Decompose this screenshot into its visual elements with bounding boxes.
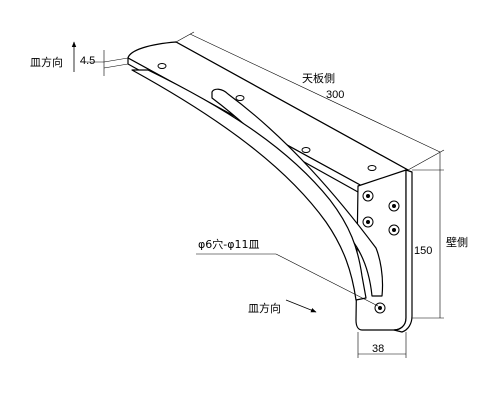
curved-rib bbox=[131, 69, 367, 301]
hole-callout bbox=[196, 253, 379, 307]
thickness-label: 4.5 bbox=[80, 55, 95, 67]
hole-spec-label: φ6穴-φ11皿 bbox=[198, 237, 259, 251]
length-dimension bbox=[175, 31, 445, 171]
thickness-dimension bbox=[80, 50, 129, 76]
top-side-label: 天板側 bbox=[302, 71, 335, 85]
height-label: 150 bbox=[414, 245, 432, 257]
length-label: 300 bbox=[326, 89, 344, 101]
top-plate bbox=[127, 41, 409, 187]
top-dish-direction-label: 皿方向 bbox=[30, 55, 63, 69]
wall-plate-edge bbox=[393, 169, 413, 333]
wall-plate-holes bbox=[362, 190, 400, 314]
width-label: 38 bbox=[372, 343, 384, 355]
bottom-dish-direction-label: 皿方向 bbox=[248, 301, 281, 315]
top-plate-holes bbox=[157, 63, 377, 171]
width-dimension bbox=[357, 332, 407, 358]
bracket-body bbox=[127, 41, 413, 333]
wall-side-label: 壁側 bbox=[446, 235, 468, 249]
bottom-dish-arrow bbox=[285, 299, 317, 313]
height-dimension bbox=[412, 152, 444, 319]
